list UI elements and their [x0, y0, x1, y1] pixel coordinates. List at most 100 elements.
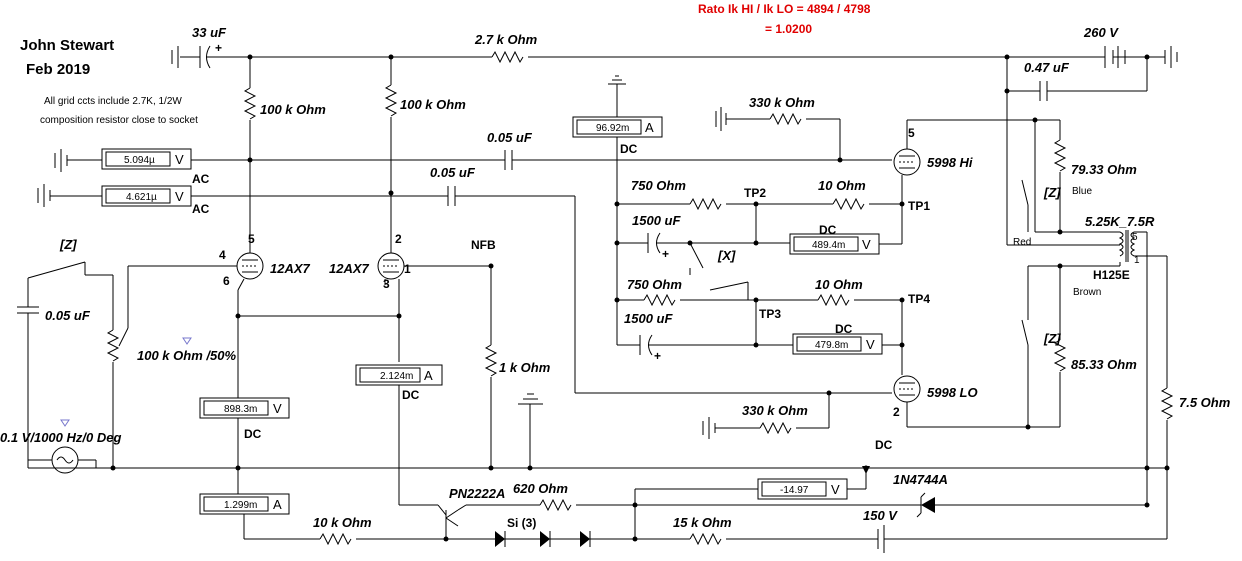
- transistor-label: PN2222A: [449, 486, 505, 501]
- plate-resistors: [243, 57, 398, 245]
- pin-1: 1: [404, 262, 411, 276]
- res-100k-a-label: 100 k Ohm: [260, 102, 326, 117]
- supply-260v-label: 260 V: [1083, 25, 1119, 40]
- xfmr-pin-1: 1: [1134, 255, 1140, 266]
- switch-z-left-label: [Z]: [59, 237, 77, 252]
- plus-sign-1500-b: +: [654, 349, 661, 363]
- ratio-line-2: = 1.0200: [765, 22, 812, 36]
- note-line-1: All grid ccts include 2.7K, 1/2W: [44, 96, 182, 107]
- dc-bottom-label: DC: [875, 438, 893, 452]
- m5-unit: V: [866, 337, 875, 352]
- cap-0-47uf-label: 0.47 uF: [1024, 60, 1070, 75]
- voltmeter-m6: 898.3m V: [199, 397, 290, 496]
- tube-5998-lo: [893, 375, 1060, 430]
- ammeter-m8: 1.299m A: [199, 493, 290, 539]
- wire-blue-label: Blue: [1072, 186, 1092, 197]
- m8-value: 1.299m: [224, 500, 257, 511]
- res-10k-label: 10 k Ohm: [313, 515, 372, 530]
- res-7-5-label: 7.5 Ohm: [1179, 395, 1231, 410]
- pin-5-a: 5: [248, 232, 255, 246]
- m3-mode: DC: [620, 142, 638, 156]
- res-750-b-label: 750 Ohm: [627, 277, 682, 292]
- m2-value: 4.621µ: [126, 192, 157, 203]
- ac-meter-wiring: [37, 149, 505, 207]
- tube-5998-hi-label: 5998 Hi: [927, 155, 973, 170]
- m7-unit: A: [424, 368, 433, 383]
- date-label: Feb 2019: [26, 61, 90, 78]
- res-10-b-label: 10 Ohm: [815, 277, 863, 292]
- switch-z-top-label: [Z]: [1043, 185, 1061, 200]
- cap-1500-a-label: 1500 uF: [632, 213, 681, 228]
- wire-brown-label: Brown: [1073, 287, 1101, 298]
- res-2-7k-label: 2.7 k Ohm: [474, 32, 538, 47]
- tube-12ax7-b: [235, 245, 498, 468]
- cap-0-47uf: [1004, 57, 1148, 245]
- cap-005-b-label: 0.05 uF: [430, 165, 476, 180]
- tube-5998-hi: [893, 117, 1061, 232]
- tube-5998-lo-label: 5998 LO: [927, 385, 978, 400]
- xfmr-pin-5: 5: [1132, 232, 1138, 243]
- regulator-section: [244, 465, 1167, 553]
- m5-mode: DC: [835, 322, 853, 336]
- m3-unit: A: [645, 120, 654, 135]
- nfb-label: NFB: [471, 238, 496, 252]
- res-1k-label: 1 k Ohm: [499, 360, 551, 375]
- m6-value: 898.3m: [224, 404, 257, 415]
- m6-unit: V: [273, 401, 282, 416]
- m8-unit: A: [273, 497, 282, 512]
- m3-value: 96.92m: [596, 123, 629, 134]
- tp3-label: TP3: [759, 307, 781, 321]
- m1-value: 5.094µ: [124, 155, 155, 166]
- diodes-label: Si (3): [507, 516, 536, 530]
- tube-12ax7-a: [127, 245, 264, 400]
- xfmr-model-label: H125E: [1093, 268, 1130, 282]
- m2-unit: V: [175, 189, 184, 204]
- switch-x-label: [X]: [717, 248, 736, 263]
- grid-res-330k-bot: [702, 393, 830, 439]
- cathode-network-lo: [614, 268, 905, 375]
- cap-005-a-label: 0.05 uF: [487, 130, 533, 145]
- m4-unit: V: [862, 237, 871, 252]
- input-network: [17, 261, 1167, 474]
- cap-33uf-label: 33 uF: [192, 25, 227, 40]
- voltmeter-m1: 5.094µ V: [101, 148, 192, 170]
- top-rail: [171, 45, 1178, 69]
- tube-12ax7-b-label: 12AX7: [329, 261, 370, 276]
- cap-005-left-label: 0.05 uF: [45, 308, 91, 323]
- res-100k-b-label: 100 k Ohm: [400, 97, 466, 112]
- zener-label: 1N4744A: [893, 472, 948, 487]
- res-750-a-label: 750 Ohm: [631, 178, 686, 193]
- hi-pin-5: 5: [908, 126, 915, 140]
- pot-label: 100 k Ohm /50%: [137, 348, 236, 363]
- ratio-line-1: Rato Ik HI / Ik LO = 4894 / 4798: [698, 2, 871, 16]
- res-79-33-label: 79.33 Ohm: [1071, 162, 1137, 177]
- note-line-2: composition resistor close to socket: [40, 115, 198, 126]
- m5-value: 479.8m: [815, 340, 848, 351]
- m1-mode: AC: [192, 172, 210, 186]
- lo-pin-2: 2: [893, 405, 900, 419]
- cathode-network-hi: [614, 175, 905, 269]
- wire-red-label: Red: [1013, 237, 1031, 248]
- pin-6: 6: [223, 274, 230, 288]
- plus-sign-33uf: +: [215, 41, 222, 55]
- coupling-caps: [447, 150, 892, 396]
- supply-150v-label: 150 V: [863, 508, 898, 523]
- output-load-network: [1007, 139, 1174, 539]
- m7-value: 2.124m: [380, 371, 413, 382]
- res-85-33-label: 85.33 Ohm: [1071, 357, 1137, 372]
- m7-mode: DC: [402, 388, 420, 402]
- author-label: John Stewart: [20, 37, 114, 54]
- plus-sign-1500-a: +: [662, 247, 669, 261]
- switch-z-bot-label: [Z]: [1043, 331, 1061, 346]
- pin-4: 4: [219, 248, 226, 262]
- voltmeter-m2: 4.621µ V: [101, 185, 192, 207]
- xfmr-label: 5.25K_7.5R: [1085, 214, 1155, 229]
- m4-mode: DC: [819, 223, 837, 237]
- m9-value: -14.97: [780, 485, 809, 496]
- tp2-label: TP2: [744, 186, 766, 200]
- res-330k-top-label: 330 k Ohm: [749, 95, 815, 110]
- grid-res-330k-top: [715, 107, 841, 160]
- m4-value: 489.4m: [812, 240, 845, 251]
- m6-mode: DC: [244, 427, 262, 441]
